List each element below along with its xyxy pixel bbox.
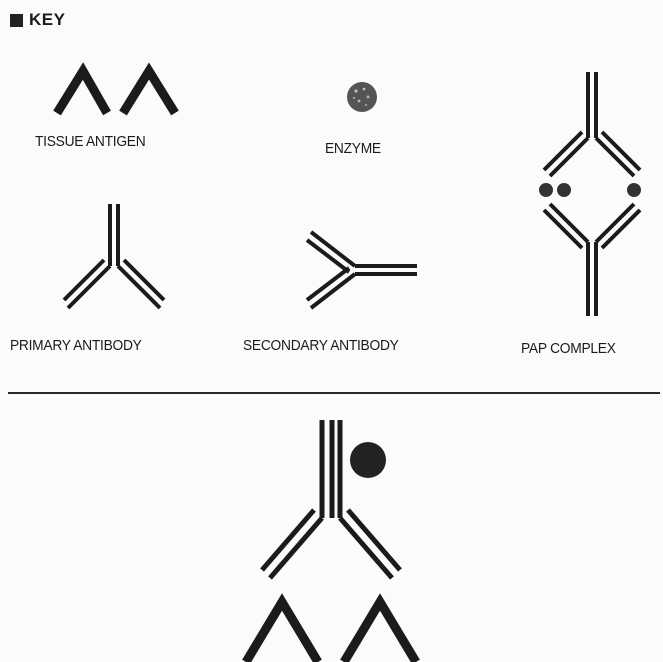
tissue-antigen-icon [55,65,185,115]
secondary-antibody-icon [305,220,420,320]
enzyme-icon [344,79,380,115]
pap-complex-icon [530,70,655,320]
primary-antibody-icon [60,200,170,320]
key-title: KEY [29,10,65,30]
key-header: KEY [10,10,65,30]
primary-antibody-label: PRIMARY ANTIBODY [10,337,142,354]
tissue-antigen-label: TISSUE ANTIGEN [35,133,145,150]
divider-line [8,392,660,394]
key-square-icon [10,14,23,27]
secondary-antibody-label: SECONDARY ANTIBODY [243,337,399,354]
assembled-complex-illustration [240,418,430,662]
pap-complex-label: PAP COMPLEX [521,340,616,357]
enzyme-label: ENZYME [325,140,381,157]
